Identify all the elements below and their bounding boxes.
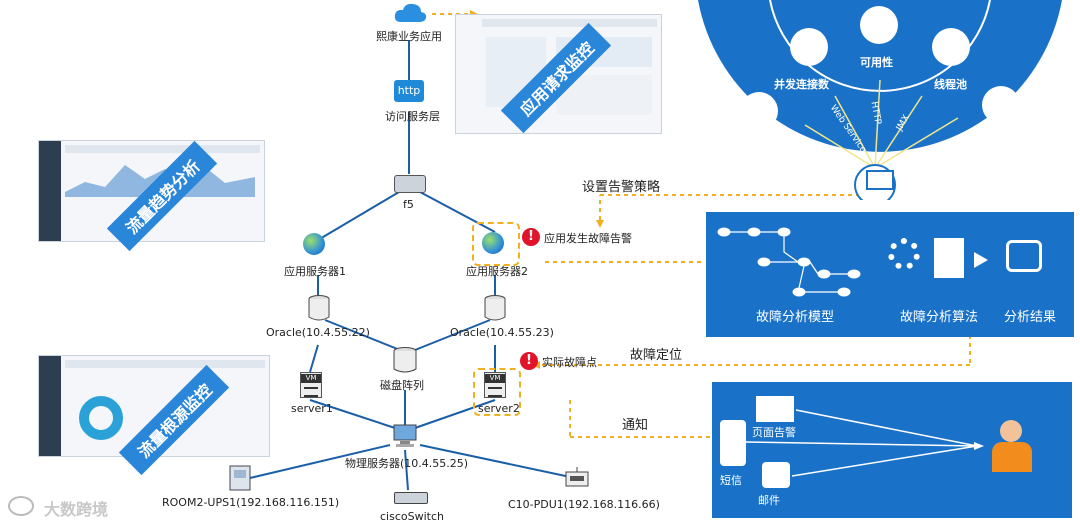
- page-alert-label: 页面告警: [752, 426, 796, 439]
- globe-icon[interactable]: [303, 233, 325, 255]
- switch-icon[interactable]: [394, 492, 428, 504]
- app-server-1-label: 应用服务器1: [284, 265, 346, 278]
- gear-icon: [888, 238, 920, 270]
- database-icon[interactable]: [308, 295, 330, 321]
- semi-item-availability: 可用性: [860, 56, 893, 69]
- f5-device-icon[interactable]: [394, 175, 426, 193]
- document-icon: [934, 238, 964, 278]
- mail-icon: [762, 462, 790, 488]
- semi-item-performance: 性能: [988, 136, 1010, 149]
- email-label: 邮件: [758, 494, 780, 507]
- step-notify: 通知: [622, 418, 649, 433]
- ups-label: ROOM2-UPS1(192.168.116.151): [162, 496, 340, 509]
- cloud-label: 熙康业务应用: [376, 30, 442, 43]
- oracle-1-label: Oracle(10.4.55.22): [266, 326, 370, 339]
- sms-label: 短信: [720, 474, 742, 487]
- server-2-label: server2: [478, 402, 520, 415]
- step-set-alert-policy: 设置告警策略: [582, 180, 661, 195]
- actual-fault-alert: 实际故障点: [542, 356, 597, 369]
- alert-icon: !: [520, 352, 538, 370]
- vm-server-icon[interactable]: [300, 372, 322, 398]
- share-icon[interactable]: [790, 28, 828, 66]
- disk-array-icon[interactable]: [393, 347, 417, 373]
- fault-analysis-panel: 故障分析模型 故障分析算法 分析结果: [706, 212, 1074, 337]
- watermark-text: 大数跨境: [44, 500, 109, 519]
- cloud-icon: [394, 3, 427, 22]
- list-icon[interactable]: [932, 28, 970, 66]
- page-alert-icon: [756, 396, 794, 422]
- semi-item-concurrency: 并发连接数: [774, 78, 829, 91]
- app-fault-alert: 应用发生故障告警: [544, 232, 632, 245]
- computer-icon[interactable]: [390, 424, 420, 448]
- semi-item-user-session: 用户会话: [732, 136, 776, 149]
- watermark-logo-icon: [8, 496, 34, 516]
- analysis-algorithm-label: 故障分析算法: [900, 310, 979, 325]
- analysis-result-label: 分析结果: [1004, 310, 1057, 325]
- oracle-2-label: Oracle(10.4.55.23): [450, 326, 554, 339]
- pdu-icon[interactable]: [564, 466, 590, 490]
- http-icon: http: [394, 80, 424, 102]
- dashboard-icon: [866, 170, 894, 190]
- server-1-label: server1: [291, 402, 333, 415]
- flow-model-diagram: [717, 227, 861, 297]
- fault-highlight-box: [472, 222, 520, 266]
- switch-label: ciscoSwitch: [380, 510, 444, 523]
- database-icon[interactable]: [484, 295, 506, 321]
- alert-icon: !: [522, 228, 540, 246]
- pencil-icon[interactable]: [982, 86, 1020, 124]
- check-icon[interactable]: [860, 6, 898, 44]
- http-label: 访问服务层: [385, 110, 440, 123]
- http-icon-text: http: [397, 84, 421, 97]
- notify-lines: [745, 409, 984, 477]
- semi-item-thread-pool: 线程池: [934, 78, 967, 91]
- f5-label: f5: [403, 198, 414, 211]
- support-person-icon: [990, 420, 1034, 474]
- user-session-icon[interactable]: [740, 92, 778, 130]
- phone-icon: [720, 420, 746, 466]
- app-server-2-label: 应用服务器2: [466, 265, 528, 278]
- globe-icon[interactable]: [482, 232, 504, 254]
- pdu-label: C10-PDU1(192.168.116.66): [508, 498, 660, 511]
- metrics-semicircle: [698, 0, 1062, 200]
- notification-panel: 短信 页面告警 邮件: [712, 382, 1072, 518]
- analysis-model-label: 故障分析模型: [756, 310, 835, 325]
- ups-icon[interactable]: [228, 464, 252, 492]
- fault-highlight-box: [473, 368, 521, 416]
- disk-array-label: 磁盘阵列: [380, 379, 424, 392]
- step-fault-locate: 故障定位: [630, 348, 683, 363]
- vm-server-icon[interactable]: [484, 372, 506, 398]
- result-icon: [1006, 240, 1042, 272]
- arrow-right-icon: [974, 252, 988, 268]
- physical-server-label: 物理服务器(10.4.55.25): [345, 457, 469, 470]
